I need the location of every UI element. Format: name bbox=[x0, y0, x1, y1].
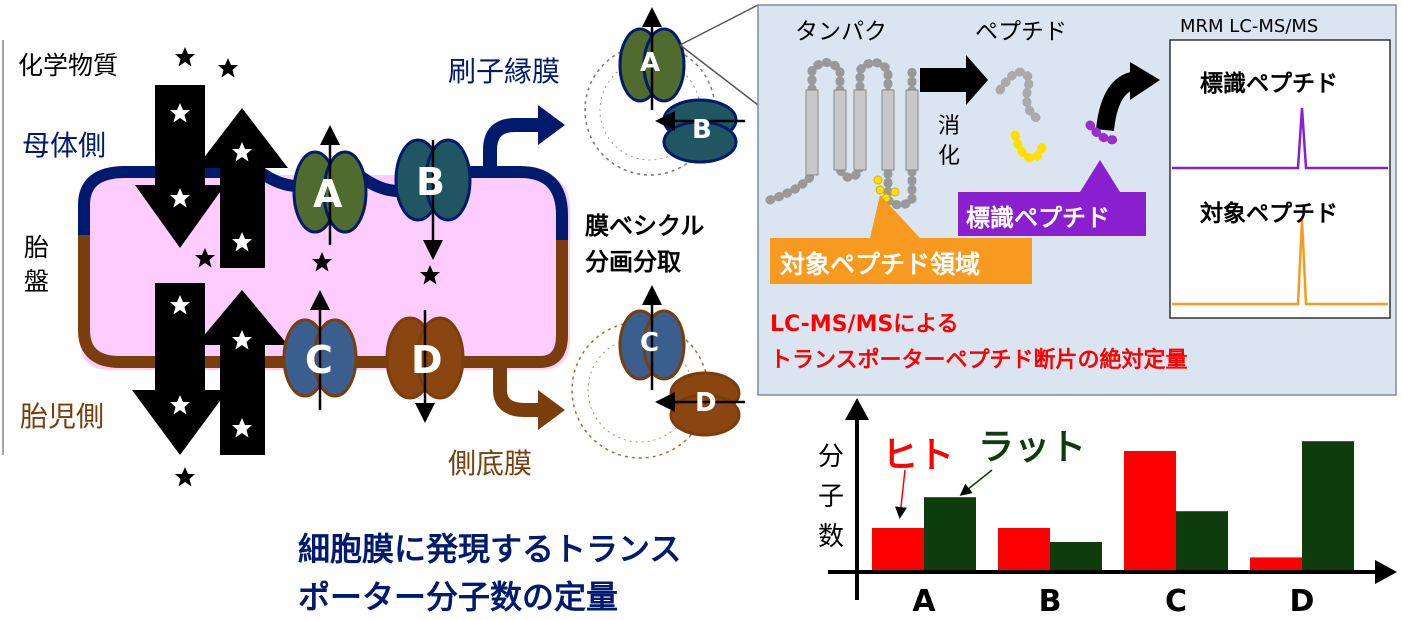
lcms-inset bbox=[757, 4, 1397, 396]
trace1-label: 標識ペプチド bbox=[1200, 71, 1338, 97]
transporter-c-letter: C bbox=[305, 338, 333, 382]
vesicle-c-letter: C bbox=[640, 328, 660, 358]
bar-b-rat bbox=[1050, 542, 1102, 570]
vesicle-b-letter: B bbox=[692, 115, 712, 145]
bar-d-rat bbox=[1302, 441, 1354, 570]
labeled-peptide-box bbox=[958, 192, 1146, 236]
y-label-1: 分 bbox=[818, 442, 845, 472]
brush-border-arrow bbox=[483, 118, 540, 175]
protein-drawing bbox=[765, 58, 919, 210]
bar-d-human bbox=[1250, 557, 1302, 570]
mrm-panel bbox=[1169, 39, 1391, 319]
target-region-label: 対象ペプチド領域 bbox=[780, 250, 981, 279]
vesicle-a-letter: A bbox=[640, 48, 661, 78]
bar-a-rat bbox=[924, 497, 976, 570]
transporter-c bbox=[282, 290, 358, 410]
trace2-label: 対象ペプチド bbox=[1200, 201, 1338, 227]
transporter-d-letter: D bbox=[411, 338, 443, 382]
basolateral-arrow bbox=[493, 362, 540, 417]
vesicle-label-2: 分画分取 bbox=[585, 248, 681, 276]
trace-labeled bbox=[1172, 107, 1388, 170]
transporter-d bbox=[385, 310, 465, 423]
x-tick-b: B bbox=[1038, 584, 1062, 619]
target-region-box bbox=[770, 238, 1032, 284]
trace-target bbox=[1172, 219, 1388, 306]
caption-line-2: ポーター分子数の定量 bbox=[298, 578, 619, 616]
basolateral-label: 側底膜 bbox=[448, 447, 533, 480]
labeled-peptide-box-label: 標識ペプチド bbox=[966, 204, 1110, 232]
legend-rat: ラット bbox=[978, 427, 1087, 468]
mrm-title: MRM LC-MS/MS bbox=[1180, 16, 1319, 37]
legend-human: ヒト bbox=[882, 435, 955, 476]
brush-border-label: 刷子縁膜 bbox=[448, 55, 561, 88]
transporter-chart bbox=[828, 398, 1397, 600]
caption-line-1: 細胞膜に発現するトランス bbox=[298, 530, 682, 568]
x-tick-c: C bbox=[1164, 584, 1188, 619]
placenta-label-2: 盤 bbox=[24, 267, 50, 296]
vesicle-label-1: 膜ベシクル bbox=[585, 212, 705, 240]
brush-border-vesicle bbox=[584, 7, 745, 176]
y-label-3: 数 bbox=[818, 522, 845, 552]
transporter-a-letter: A bbox=[313, 172, 343, 216]
protein-label: タンパク bbox=[795, 19, 887, 45]
method-line-1: LC-MS/MSによる bbox=[770, 312, 959, 337]
basolateral-vesicle bbox=[571, 285, 745, 459]
x-tick-d: D bbox=[1289, 584, 1315, 619]
maternal-side-label: 母体側 bbox=[22, 129, 107, 162]
peptide-label: ペプチド bbox=[975, 19, 1067, 45]
chemical-label: 化学物質 bbox=[18, 51, 119, 80]
digestion-arrow bbox=[920, 55, 988, 105]
bar-c-human bbox=[1124, 451, 1176, 570]
digestion-label-2: 化 bbox=[938, 144, 961, 169]
y-label-2: 子 bbox=[818, 482, 845, 512]
placenta-label-1: 胎 bbox=[24, 233, 50, 262]
digestion-label-1: 消 bbox=[938, 114, 961, 139]
fetal-side-label: 胎児側 bbox=[20, 400, 105, 433]
diffusion-arrows bbox=[132, 85, 288, 455]
bar-c-rat bbox=[1176, 511, 1228, 570]
transporter-b-letter: B bbox=[416, 160, 445, 204]
method-line-2: トランスポーターペプチド断片の絶対定量 bbox=[770, 348, 1188, 373]
transporter-a bbox=[292, 125, 368, 245]
transporter-b bbox=[394, 138, 472, 260]
bar-a-human bbox=[872, 528, 924, 570]
placenta-diagram bbox=[2, 40, 570, 487]
x-tick-a: A bbox=[912, 584, 936, 619]
bar-b-human bbox=[998, 528, 1050, 570]
vesicle-d-letter: D bbox=[695, 388, 717, 418]
